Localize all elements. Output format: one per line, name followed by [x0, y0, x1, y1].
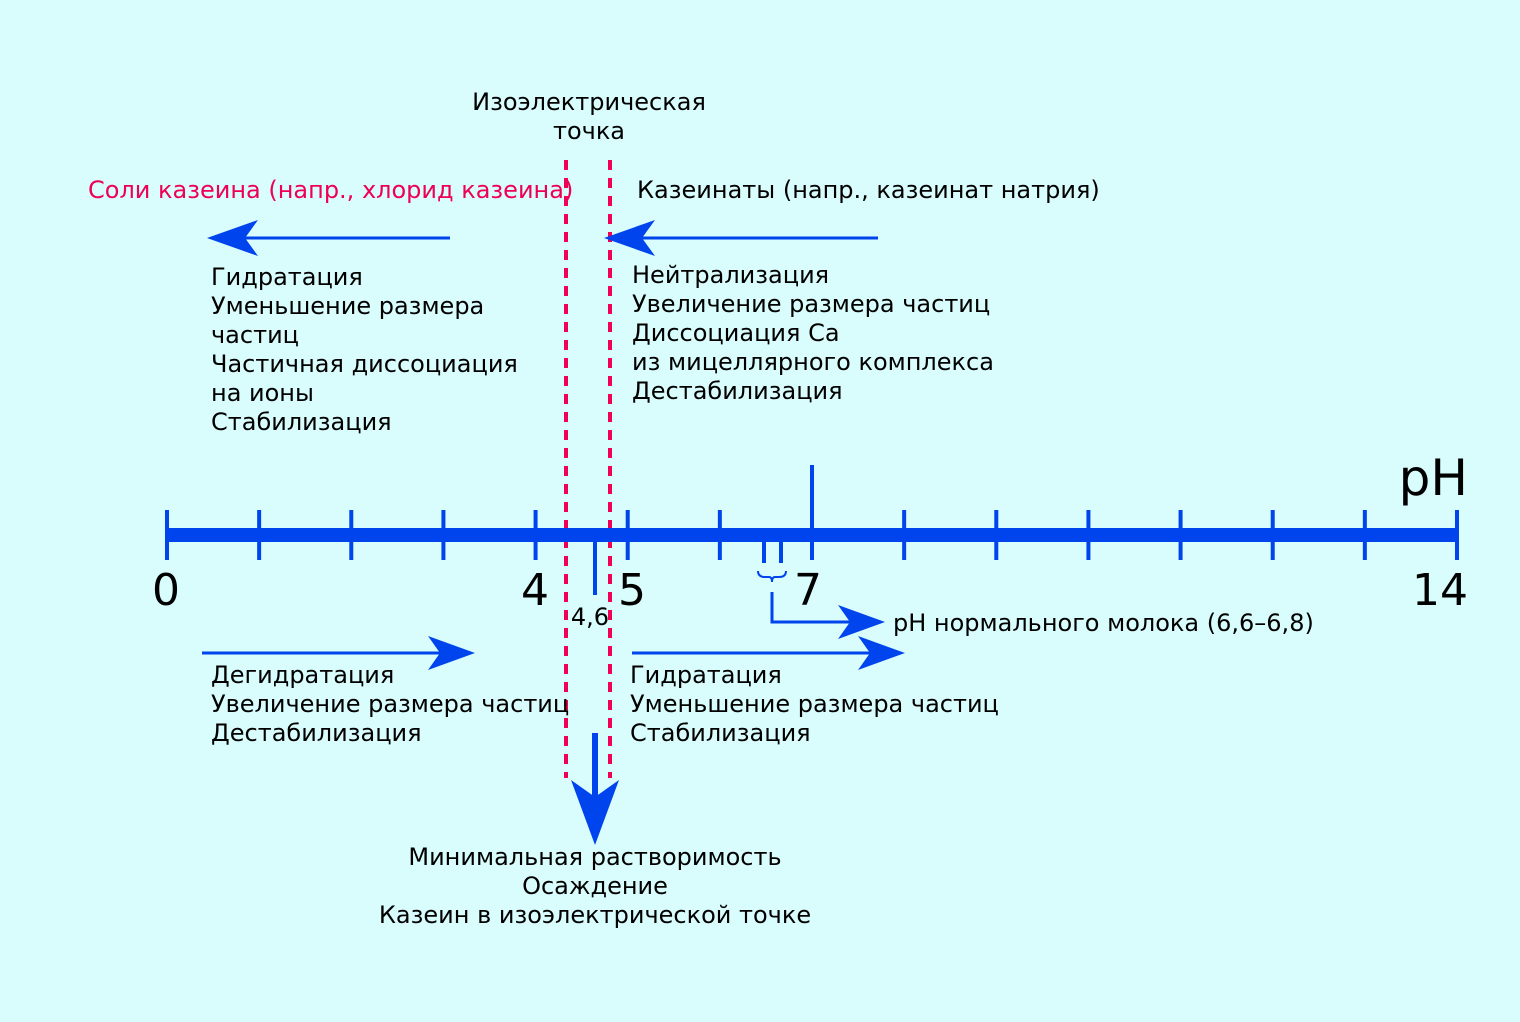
milk-range-marker — [757, 542, 885, 639]
ph-axis — [165, 465, 1459, 560]
effect-item: Увеличение размера частиц — [632, 290, 990, 318]
tick-label-0: 0 — [152, 565, 180, 616]
effect-item: Уменьшение размера — [211, 292, 484, 320]
result-item: Осаждение — [522, 872, 668, 900]
down-arrow — [571, 733, 619, 845]
left-top-header: Соли казеина (напр., хлорид казеина) — [88, 176, 573, 204]
effect-item: Гидратация — [211, 263, 363, 291]
effect-item: Дегидратация — [211, 661, 394, 689]
isoelectric-tick-label: 4,6 — [571, 603, 609, 631]
right-bottom-arrow — [632, 636, 905, 670]
result-item: Казеин в изоэлектрической точке — [379, 901, 811, 929]
effect-item: из мицеллярного комплекса — [632, 348, 994, 376]
effect-item: Стабилизация — [211, 408, 392, 436]
tick-label-4: 4 — [521, 565, 549, 616]
effect-item: Стабилизация — [630, 719, 811, 747]
effect-item: Увеличение размера частиц — [211, 690, 569, 718]
right-bottom-effects: Гидратация Уменьшение размера частиц Ста… — [630, 661, 999, 747]
arrow-head-icon — [838, 605, 885, 639]
result-item: Минимальная растворимость — [408, 843, 781, 871]
tick-label-14: 14 — [1412, 565, 1468, 616]
effect-item: Нейтрализация — [632, 261, 829, 289]
effect-item: Уменьшение размера частиц — [630, 690, 999, 718]
brace-icon — [757, 570, 787, 583]
effect-item: частиц — [211, 321, 299, 349]
effect-item: Дестабилизация — [211, 719, 422, 747]
right-top-header: Казеинаты (напр., казеинат натрия) — [637, 176, 1100, 204]
left-top-arrow — [207, 220, 450, 256]
bottom-result: Минимальная растворимость Осаждение Казе… — [379, 843, 811, 929]
right-top-effects: Нейтрализация Увеличение размера частиц … — [632, 261, 994, 405]
tick-label-5: 5 — [618, 565, 646, 616]
left-bottom-effects: Дегидратация Увеличение размера частиц Д… — [211, 661, 569, 747]
effect-item: Диссоциация Ca — [632, 319, 840, 347]
isoelectric-title-line1: Изоэлектрическая — [472, 88, 706, 116]
effect-item: Частичная диссоциация — [211, 350, 518, 378]
right-top-arrow — [604, 220, 878, 256]
left-top-effects: Гидратация Уменьшение размера частиц Час… — [211, 263, 518, 436]
axis-label: pH — [1399, 449, 1468, 507]
left-bottom-arrow — [202, 636, 475, 670]
effect-item: на ионы — [211, 379, 314, 407]
effect-item: Дестабилизация — [632, 377, 843, 405]
isoelectric-title-line2: точка — [553, 117, 625, 145]
tick-label-7: 7 — [794, 565, 822, 616]
milk-label: pH нормального молока (6,6–6,8) — [893, 609, 1314, 637]
effect-item: Гидратация — [630, 661, 782, 689]
